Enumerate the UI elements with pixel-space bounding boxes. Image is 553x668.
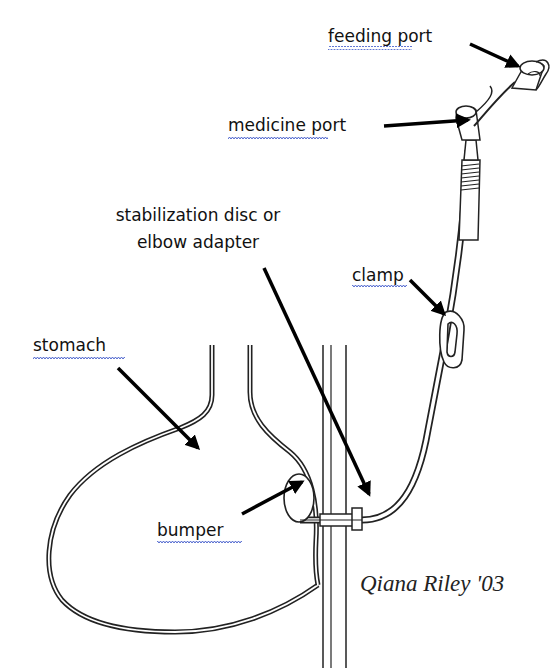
stomach-wall <box>49 345 318 632</box>
abdominal-wall <box>323 345 346 668</box>
feeding-tube <box>300 140 480 520</box>
part-label: stomach <box>33 334 153 356</box>
bumper-symbol <box>284 474 314 522</box>
spell-squiggle <box>328 46 412 50</box>
leader-arrows <box>118 44 518 514</box>
stomach-wall <box>250 345 318 585</box>
tube-coil <box>461 164 479 190</box>
tube-neck <box>464 140 478 160</box>
stomach-wall <box>250 345 318 585</box>
spell-squiggle <box>33 355 125 359</box>
stomach-outline <box>49 345 318 632</box>
part-label: medicine port <box>228 114 408 136</box>
leader-arrow <box>242 482 302 514</box>
leader-arrow <box>384 120 468 126</box>
tube <box>300 150 468 520</box>
wall-line <box>345 345 347 668</box>
wall-line <box>330 345 331 668</box>
medicine-port <box>456 82 515 140</box>
leader-arrow <box>264 268 369 494</box>
stabilization-disc <box>300 508 362 530</box>
leader-arrow <box>410 280 444 314</box>
part-label: feeding port <box>328 25 498 47</box>
tube <box>300 150 468 520</box>
signature: Qiana Riley '03 <box>360 570 550 598</box>
tube-hub <box>459 160 480 240</box>
part-label: clamp <box>352 264 442 286</box>
leader-arrow <box>470 44 518 66</box>
leader-arrow <box>118 368 198 448</box>
spell-squiggle <box>157 540 242 544</box>
stomach-wall <box>49 345 318 632</box>
spell-squiggle <box>352 285 407 289</box>
clamp-symbol <box>440 311 464 368</box>
part-label: bumper <box>157 519 277 541</box>
spell-squiggle <box>228 135 328 139</box>
part-label: stabilization disc or elbow adapter <box>88 202 308 256</box>
